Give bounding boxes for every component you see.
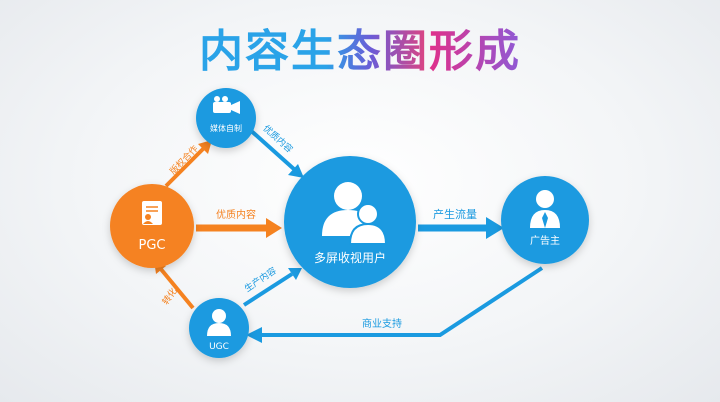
node-advertiser: 广告主 bbox=[501, 176, 589, 264]
label-pgc-to-media: 版权合作 bbox=[167, 143, 201, 177]
businessman-icon bbox=[530, 190, 560, 228]
node-ugc: UGC bbox=[189, 298, 249, 358]
title-main: 内容生态圈 bbox=[199, 26, 429, 77]
page-title: 内容生态圈形成 bbox=[0, 30, 720, 74]
user-icon bbox=[207, 309, 231, 336]
node-center: 多屏收视用户 bbox=[284, 156, 416, 288]
node-ugc-label: UGC bbox=[209, 342, 229, 352]
node-pgc: PGC bbox=[110, 184, 194, 268]
label-center-to-advertiser: 产生流量 bbox=[433, 207, 477, 221]
arrow-advertiser-to-ugc bbox=[246, 266, 544, 343]
node-center-label: 多屏收视用户 bbox=[314, 250, 386, 265]
label-media-to-center: 优质内容 bbox=[261, 122, 296, 155]
node-pgc-label: PGC bbox=[139, 238, 166, 253]
node-media-label: 媒体自制 bbox=[210, 123, 242, 133]
arrow-ugc-to-center bbox=[242, 268, 302, 307]
document-person-icon bbox=[142, 201, 162, 225]
node-media: 媒体自制 bbox=[196, 88, 256, 148]
arrow-pgc-to-center bbox=[196, 218, 282, 238]
video-camera-icon bbox=[213, 96, 240, 114]
arrow-pgc-to-media bbox=[164, 140, 212, 188]
arrow-media-to-center bbox=[246, 126, 304, 178]
label-ugc-to-center: 生产内容 bbox=[242, 264, 279, 294]
node-advertiser-label: 广告主 bbox=[530, 234, 560, 247]
users-icon bbox=[322, 182, 388, 245]
label-pgc-to-center: 优质内容 bbox=[216, 208, 256, 221]
title-accent: 形成 bbox=[429, 26, 521, 77]
label-advertiser-to-ugc: 商业支持 bbox=[362, 317, 402, 330]
arrow-center-to-advertiser bbox=[418, 217, 504, 239]
